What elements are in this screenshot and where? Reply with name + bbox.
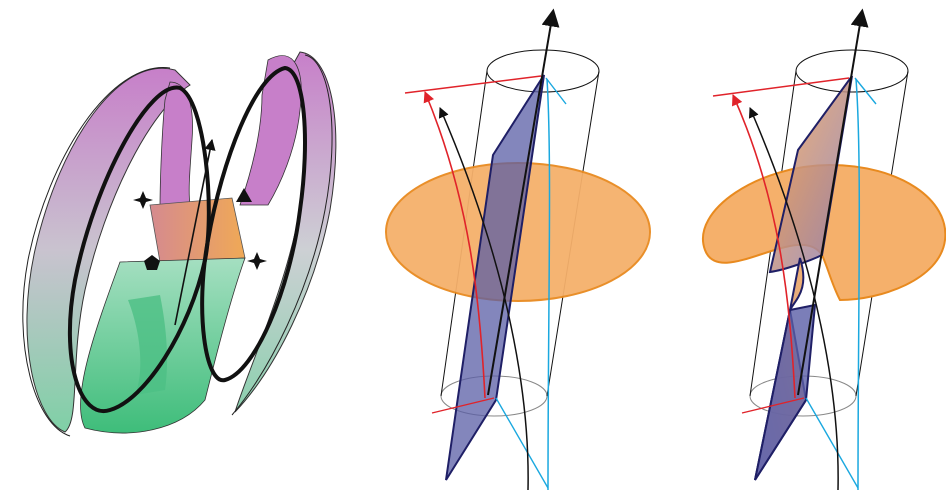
cyan-bottom-line-3: [805, 397, 859, 489]
magenta-strip-left: [159, 81, 193, 211]
pentagon-marker: [144, 255, 160, 270]
left-outer-rim: [22, 67, 171, 437]
cyan-curve-3: [855, 78, 861, 491]
red-curve-3: [732, 93, 796, 399]
navy-plane: [445, 74, 545, 481]
panel-ring-surface: [22, 51, 337, 437]
panel-plane-crossing: [385, 8, 651, 491]
red-bottom-line: [431, 397, 495, 414]
triangle-marker: [236, 188, 252, 202]
cyan-top-line: [545, 77, 567, 105]
main-axis-arrow-3: [797, 8, 869, 396]
red-curve: [423, 90, 486, 399]
cyan-curve: [546, 78, 551, 491]
panel-plane-smoothed: [702, 8, 946, 491]
red-top-line-3: [712, 77, 850, 97]
main-axis-arrow: [487, 8, 560, 396]
black-curve: [438, 107, 529, 491]
saddle-square: [149, 197, 246, 263]
star-marker: [133, 191, 153, 209]
magenta-strip-right: [239, 55, 302, 206]
center-arrow: [174, 138, 216, 326]
star-marker-right: [247, 252, 267, 270]
cyan-bottom-line: [495, 397, 549, 489]
navy-plane-lower: [754, 303, 817, 481]
left-thick-loop: [67, 85, 211, 414]
black-curve-3: [748, 107, 839, 491]
cyan-top-line-3: [854, 77, 877, 105]
red-bottom-line-3: [741, 397, 805, 414]
right-outer-rim: [231, 54, 333, 416]
left-band: [26, 67, 191, 433]
right-thick-loop: [200, 65, 307, 383]
red-top-line: [404, 75, 542, 94]
